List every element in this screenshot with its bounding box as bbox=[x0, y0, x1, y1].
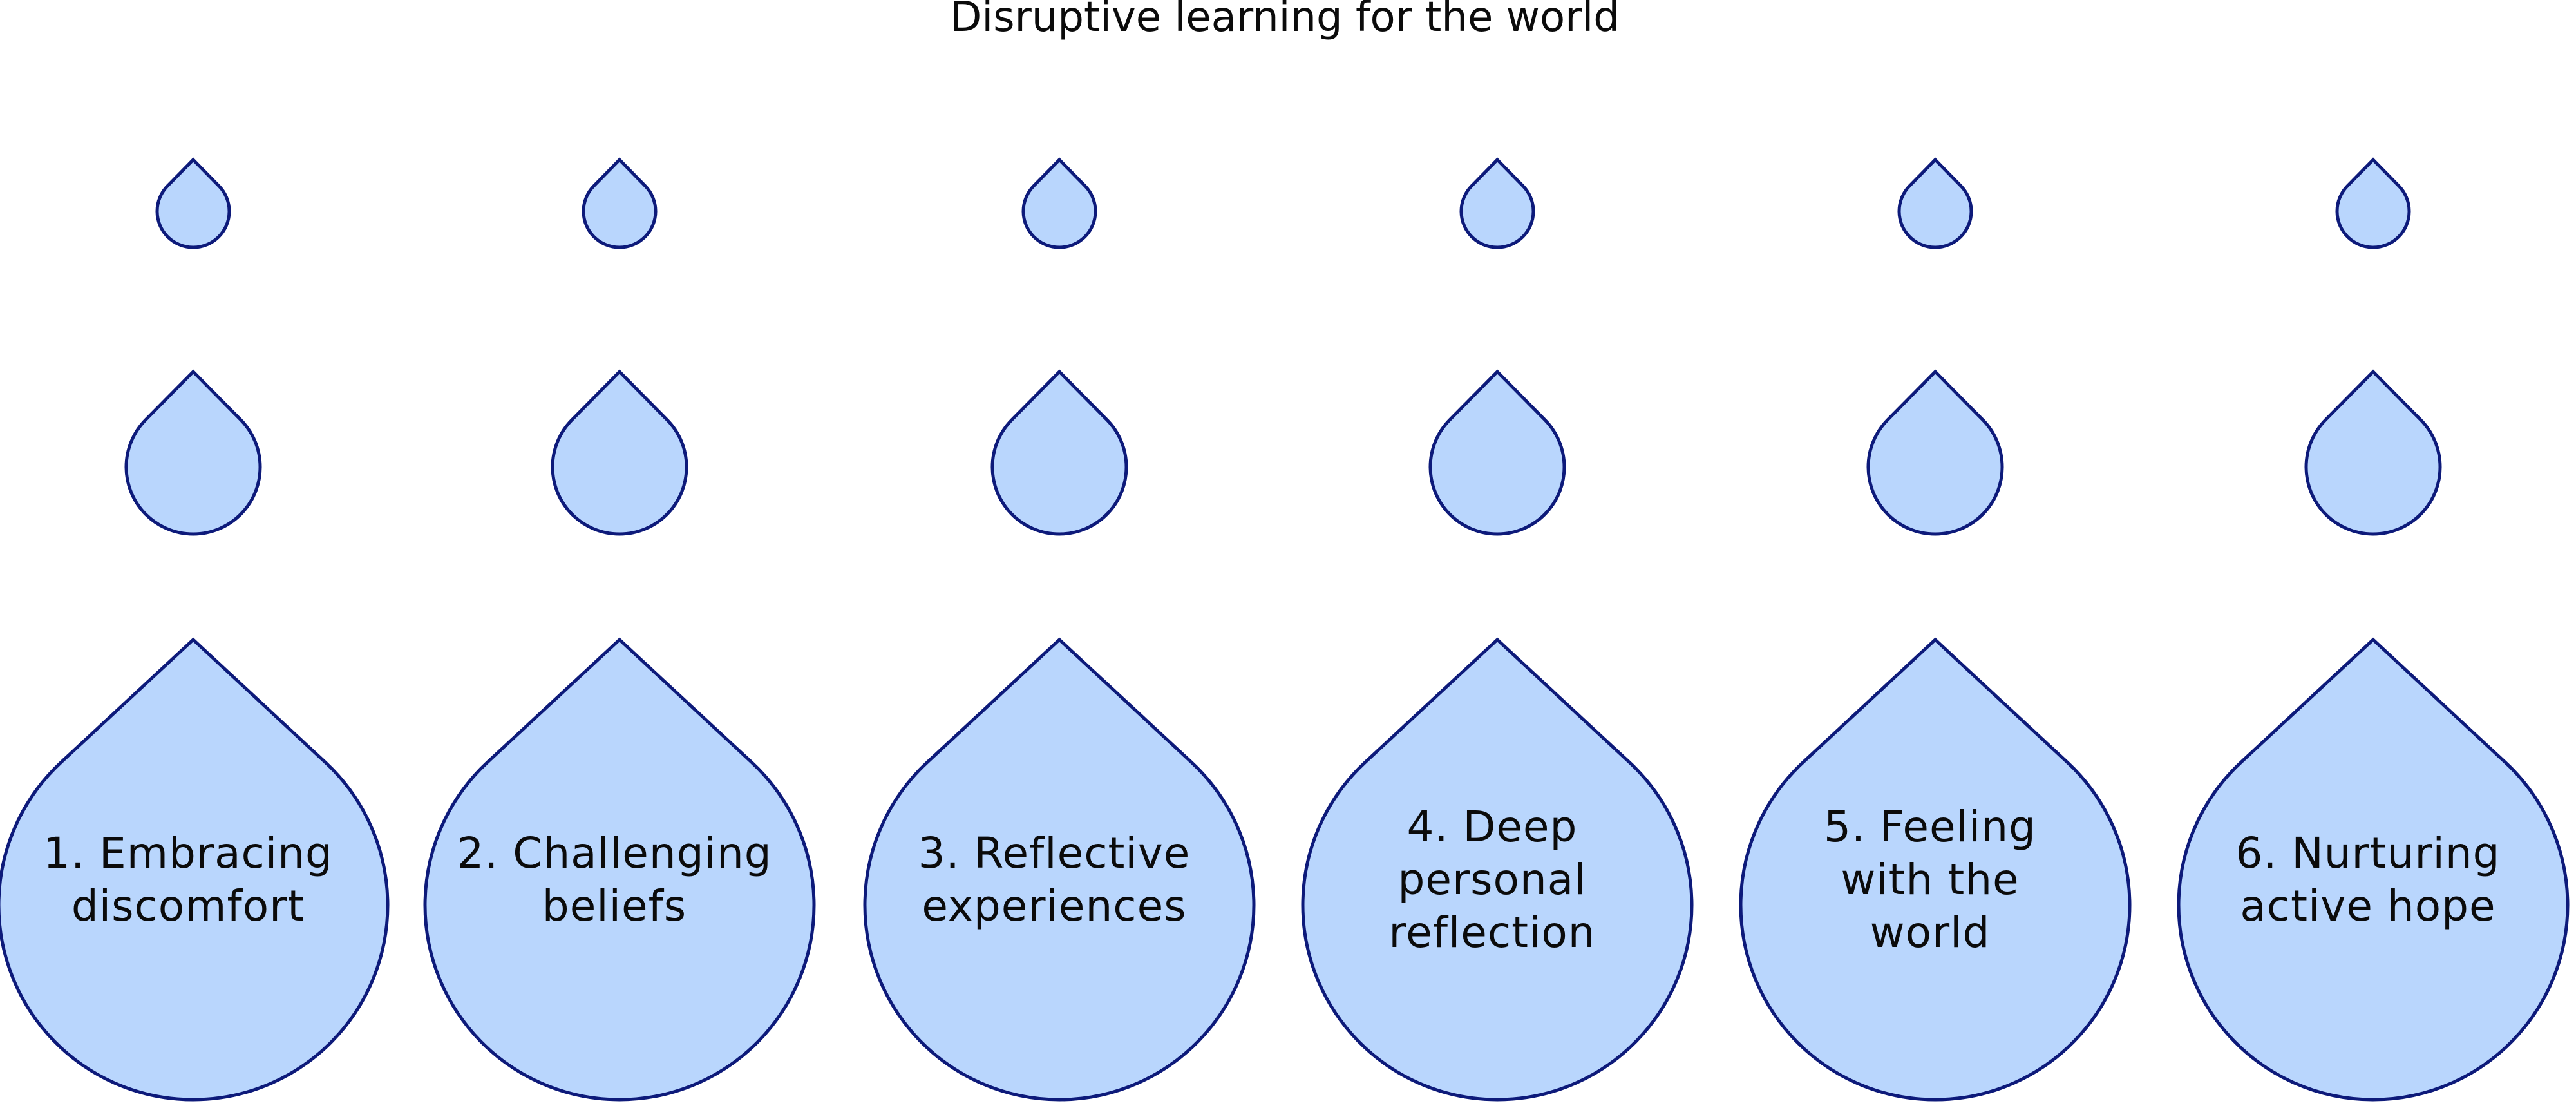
step-label-line: 4. Deep bbox=[1407, 802, 1578, 852]
small-drop-icon bbox=[1021, 157, 1097, 249]
medium-drop-icon bbox=[1866, 369, 2004, 536]
medium-drop-icon bbox=[124, 369, 262, 536]
medium-drop-icon bbox=[551, 369, 688, 536]
step-label-line: 3. Reflective bbox=[918, 828, 1191, 878]
large-drop-icon bbox=[0, 637, 390, 1102]
small-drop-icon bbox=[155, 157, 231, 249]
step-label-line: active hope bbox=[2240, 881, 2496, 931]
small-drop-icon bbox=[1459, 157, 1535, 249]
step-label-line: with the bbox=[1841, 855, 2019, 904]
large-drop-icon bbox=[1739, 637, 2132, 1102]
large-drop-icon bbox=[423, 637, 816, 1102]
small-drop-icon bbox=[1897, 157, 1973, 249]
medium-drop-icon bbox=[2304, 369, 2442, 536]
step-label-line: discomfort bbox=[71, 881, 305, 931]
step-label-line: beliefs bbox=[542, 881, 687, 931]
large-drop-icon bbox=[863, 637, 1256, 1102]
diagram-title: Disruptive learning for the world bbox=[950, 0, 1620, 41]
step-label-line: personal bbox=[1397, 855, 1586, 904]
medium-drop-icon bbox=[990, 369, 1128, 536]
small-drop-icon bbox=[582, 157, 658, 249]
step-label-line: world bbox=[1870, 908, 1991, 957]
step-label-line: 5. Feeling bbox=[1824, 802, 2036, 852]
large-drop-icon bbox=[1301, 637, 1694, 1102]
medium-drop-icon bbox=[1428, 369, 1566, 536]
large-drop-icon bbox=[2177, 637, 2570, 1102]
step-label-line: 6. Nurturing bbox=[2235, 828, 2500, 878]
step-label-line: experiences bbox=[922, 881, 1186, 931]
small-drop-icon bbox=[2335, 157, 2411, 249]
step-label-line: 2. Challenging bbox=[457, 828, 772, 878]
step-label-line: reflection bbox=[1388, 908, 1595, 957]
step-label-line: 1. Embracing bbox=[43, 828, 333, 878]
